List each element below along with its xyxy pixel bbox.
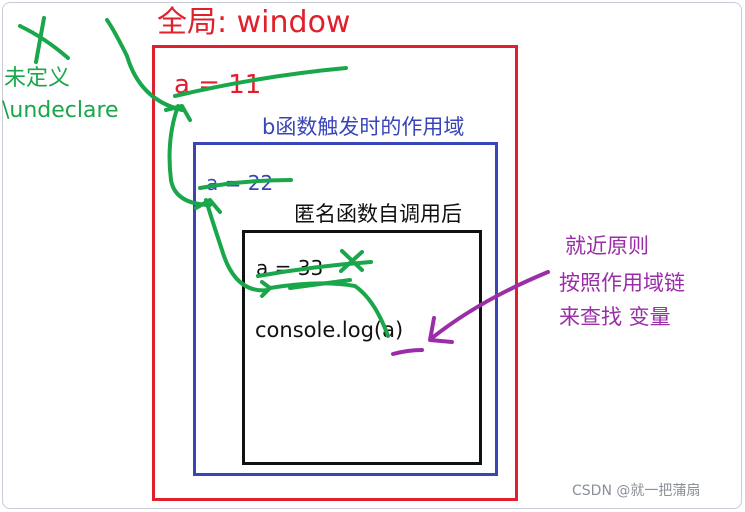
rule-note-line3: 来查找 变量: [559, 305, 671, 329]
scope-chain-arrow-from-log: [268, 281, 390, 338]
underline-a: [391, 348, 424, 356]
underline-anon: [288, 278, 352, 290]
rule-note-line2: 按照作用域链: [559, 271, 685, 295]
strike-global-a: [173, 66, 348, 98]
scope-chain-arrow-to-undefined: [105, 18, 184, 112]
b-function-scope-box: [193, 142, 498, 476]
csdn-watermark: CSDN @就一把蒲扇: [572, 483, 701, 499]
cross-mark-anon: [339, 249, 364, 273]
strike-b-a: [198, 178, 293, 190]
undefined-note-line1: 未定义: [4, 66, 71, 91]
scope-chain-arrow-to-global: [167, 104, 212, 207]
rule-arrow: [430, 270, 550, 340]
global-scope-title: 全局: window: [157, 5, 351, 40]
console-log-statement: console.log(a): [255, 318, 404, 342]
strike-anon-a: [256, 260, 373, 278]
arrowhead-anon: [260, 280, 272, 298]
rule-arrowhead: [428, 316, 454, 344]
anonymous-scope-title: 匿名函数自调用后: [294, 202, 462, 226]
arrowhead-b: [194, 198, 222, 214]
b-scope-title: b函数触发时的作用域: [262, 115, 465, 139]
undefined-note-line2: \undeclare: [2, 98, 119, 123]
anonymous-function-scope-box: [242, 230, 482, 465]
global-window-scope-box: [152, 45, 518, 501]
cross-mark-undefined: [18, 16, 70, 64]
arrowhead-global: [164, 104, 192, 122]
scope-chain-arrow-to-b: [204, 198, 270, 293]
rule-note-line1: 就近原则: [565, 234, 649, 258]
